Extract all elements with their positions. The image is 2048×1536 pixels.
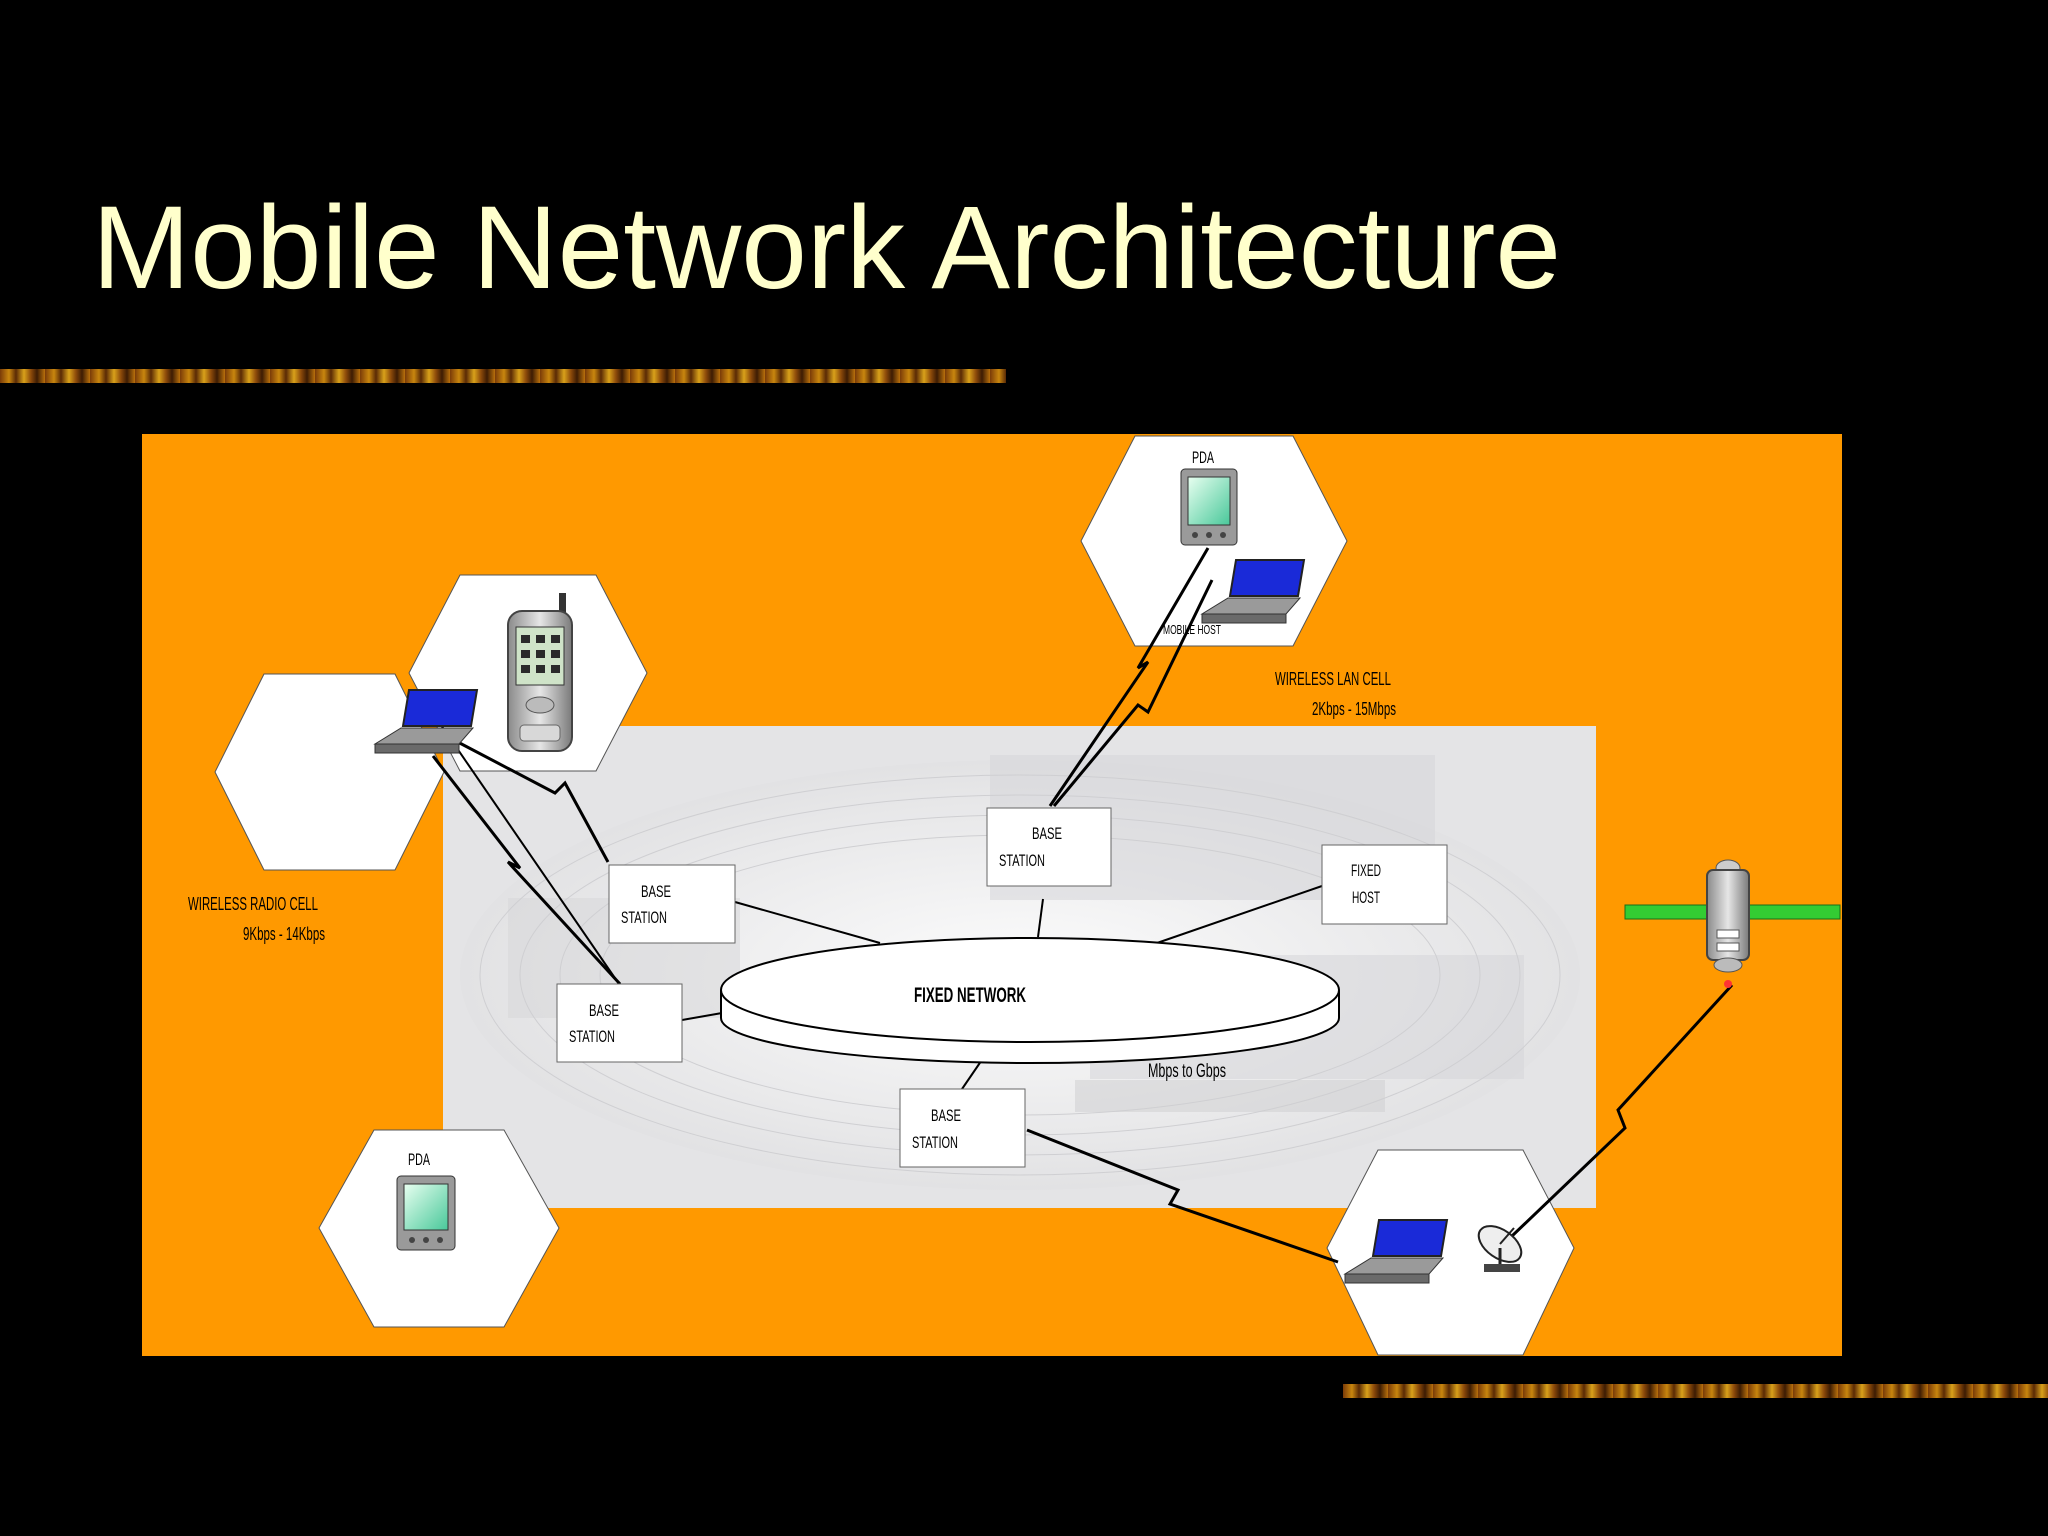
laptop-icon bbox=[373, 689, 479, 754]
base-station-top-line2: STATION bbox=[999, 851, 1045, 870]
wireless-link-radio-1 bbox=[451, 737, 610, 863]
satellite-host-hex bbox=[1326, 1149, 1575, 1356]
pda-icon bbox=[1180, 468, 1238, 546]
fixed-network-label: FIXED NETWORK bbox=[914, 984, 1026, 1007]
fixed-host-line1: FIXED bbox=[1351, 861, 1381, 880]
wireless-radio-cell-label: WIRELESS RADIO CELL bbox=[188, 894, 318, 914]
top-decorative-stripe bbox=[0, 369, 1006, 383]
wireless-lan-rate-label: 2Kbps - 15Mbps bbox=[1312, 699, 1396, 719]
base-station-top: BASE STATION bbox=[986, 807, 1112, 887]
wireless-radio-rate-label: 9Kbps - 14Kbps bbox=[243, 924, 325, 944]
satellite-dish-icon bbox=[1477, 1225, 1523, 1272]
base-station-bottom-line2: STATION bbox=[912, 1133, 958, 1152]
wireless-link-radio-2 bbox=[431, 755, 622, 986]
fixed-host-line2: HOST bbox=[1352, 888, 1380, 907]
wireless-lan-cell-label: WIRELESS LAN CELL bbox=[1275, 669, 1391, 689]
base-station-bottom: BASE STATION bbox=[899, 1088, 1026, 1168]
cell-phone-icon bbox=[507, 593, 573, 752]
wireless-link-satellite bbox=[1510, 983, 1734, 1238]
pda-label-top: PDA bbox=[1192, 448, 1214, 467]
base-station-left-lower-line2: STATION bbox=[569, 1027, 615, 1046]
base-station-left-upper-line1: BASE bbox=[641, 882, 671, 901]
base-station-bottom-line1: BASE bbox=[931, 1106, 961, 1125]
mobile-host-label: MOBILE HOST bbox=[1163, 622, 1221, 637]
base-station-left-upper-line2: STATION bbox=[621, 908, 667, 927]
base-station-top-line1: BASE bbox=[1032, 824, 1062, 843]
laptop-icon bbox=[1200, 559, 1306, 624]
base-station-left-lower-line1: BASE bbox=[589, 1001, 619, 1020]
pda-icon bbox=[396, 1175, 456, 1251]
wireless-link-lan-pda bbox=[1048, 547, 1210, 807]
wireless-link-lan-host bbox=[1052, 579, 1214, 807]
base-station-left-upper: BASE STATION bbox=[608, 864, 736, 944]
fixed-host: FIXED HOST bbox=[1321, 844, 1448, 925]
backbone-rate-label: Mbps to Gbps bbox=[1148, 1061, 1226, 1082]
laptop-icon bbox=[1343, 1219, 1449, 1284]
pda-label-bottom: PDA bbox=[408, 1150, 430, 1169]
wireless-link-satellite-host bbox=[1026, 1128, 1339, 1264]
base-station-left-lower: BASE STATION bbox=[556, 983, 683, 1063]
satellite-icon bbox=[1624, 859, 1841, 988]
fixed-network-disk: FIXED NETWORK bbox=[720, 937, 1340, 1064]
bottom-decorative-stripe bbox=[1343, 1384, 2048, 1398]
slide-title: Mobile Network Architecture bbox=[92, 182, 1562, 314]
